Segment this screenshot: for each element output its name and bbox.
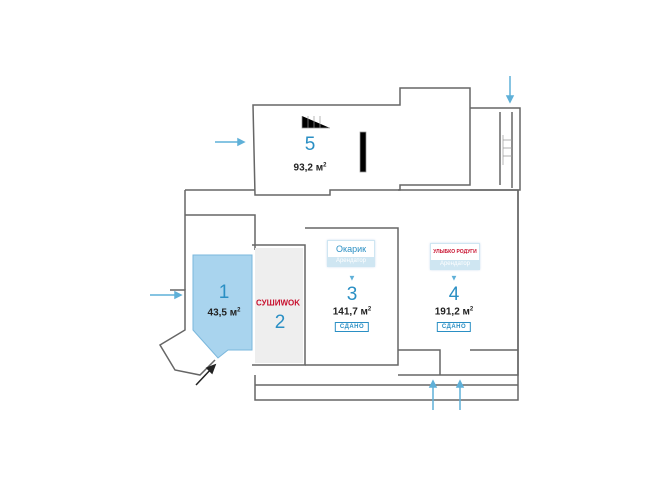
tenant-label: Арендатор (328, 257, 374, 266)
unit-3-status-badge: СДАНО (334, 322, 370, 332)
unit-4-tenant-banner: УЛЫБКО РОДУГИ Арендатор (430, 243, 480, 270)
unit-5-area: 93,2 м2 (293, 162, 327, 174)
unit-2-area (255, 248, 303, 363)
unit-4-number: 4 (448, 284, 460, 305)
unit-1-area (192, 254, 253, 359)
tenant-label: Арендатор (431, 260, 479, 269)
unit-2-walls (252, 244, 306, 366)
unit-1-area: 43,5 м2 (207, 307, 241, 319)
unit-3-number: 3 (346, 284, 358, 305)
unit-3-walls (305, 227, 399, 366)
unit-5-number: 5 (304, 134, 316, 155)
unit-4-walls (398, 189, 519, 376)
sushiwok-logo: СУШИWOK (256, 298, 300, 308)
unit-4-status-badge: СДАНО (436, 322, 472, 332)
entrance-arrows (150, 76, 515, 410)
unit-2-number: 2 (274, 312, 286, 333)
pointer-icon: ▼ (348, 273, 356, 283)
unit-5-walls (252, 87, 471, 196)
ulybka-radugi-logo: УЛЫБКО РОДУГИ (433, 249, 477, 255)
unit-4-area: 191,2 м2 (434, 306, 474, 318)
unit-3-tenant-banner: Окарик Арендатор (327, 240, 375, 267)
pointer-icon: ▼ (450, 273, 458, 283)
unit-3-area: 141,7 м2 (332, 306, 372, 318)
main-entrance-arrow (195, 363, 217, 386)
okarik-logo: Окарик (335, 244, 367, 254)
unit-1-number[interactable]: 1 (218, 282, 230, 303)
